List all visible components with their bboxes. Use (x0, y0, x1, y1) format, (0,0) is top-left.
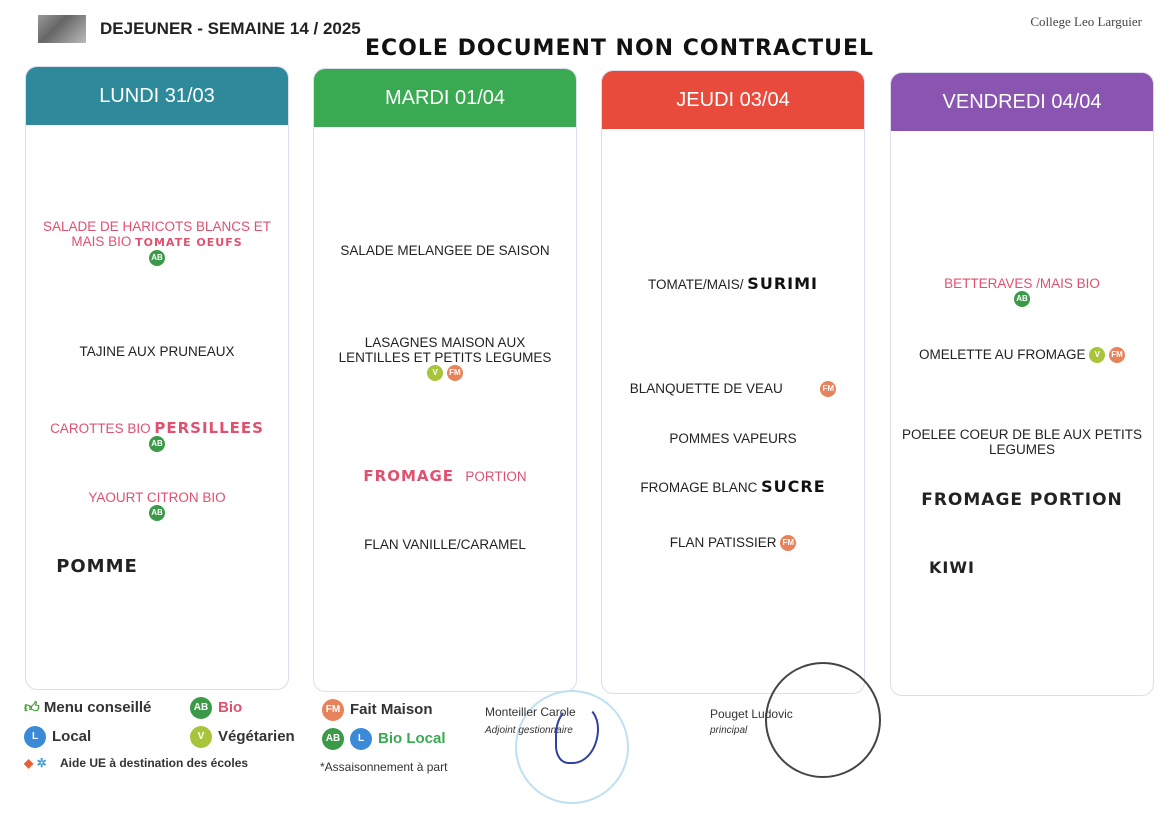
vegetarian-icon: V (427, 365, 444, 382)
eu-stars-icon: ✲ (36, 756, 47, 770)
school-logo (38, 15, 86, 43)
menu-item: POELEE COEUR DE BLE AUX PETITS LEGUMES (901, 427, 1143, 457)
bio-icon: AB (149, 436, 165, 453)
day-header: VENDREDI 04/04 (891, 73, 1153, 131)
eu-aid-icon: ◆ (24, 756, 34, 770)
homemade-icon: FM (322, 699, 344, 721)
menu-item: TAJINE AUX PRUNEAUX (79, 344, 235, 359)
local-icon: L (350, 728, 372, 750)
day-column-mardi: MARDI 01/04 SALADE MELANGEE DE SAISON LA… (313, 68, 577, 692)
bio-icon: AB (1014, 291, 1030, 308)
day-header: LUNDI 31/03 (26, 67, 288, 125)
signatory-role: principal (710, 725, 748, 736)
vegetarian-icon: V (1089, 347, 1106, 364)
menu-item: TOMATE/MAIS/ SURIMI (648, 274, 818, 293)
menu-item: SALADE MELANGEE DE SAISON (340, 243, 550, 258)
menu-item-handwritten: POMME (56, 556, 138, 577)
vegetarian-icon: V (190, 726, 212, 748)
school-name: College Leo Larguier (1030, 14, 1142, 29)
day-column-jeudi: JEUDI 03/04 TOMATE/MAIS/ SURIMI BLANQUET… (601, 70, 865, 694)
day-header: JEUDI 03/04 (602, 71, 864, 129)
signatory-name: Pouget Ludovic (710, 707, 793, 721)
menu-item: POMMES VAPEURS (669, 431, 797, 446)
legend-assaisonnement: *Assaisonnement à part (320, 760, 448, 774)
school-seal (515, 690, 629, 804)
menu-item: OMELETTE AU FROMAGE V FM (891, 347, 1153, 364)
menu-item: FLAN PATISSIER FM (602, 535, 864, 552)
menu-item-handwritten: KIWI (929, 558, 975, 577)
signatory-name: Monteiller Carole (485, 705, 576, 719)
handwritten-annotation: ECOLE DOCUMENT NON CONTRACTUEL (365, 36, 875, 61)
menu-item: FROMAGE PORTION (363, 467, 527, 485)
signatory-role: Adjoint gestionnaire (485, 725, 573, 736)
bio-icon: AB (149, 505, 165, 522)
menu-item: FLAN VANILLE/CARAMEL (364, 537, 526, 552)
menu-item: FROMAGE BLANC SUCRE (640, 477, 826, 496)
thumbs-up-icon: 👍︎ (24, 699, 40, 716)
homemade-icon: FM (820, 381, 837, 398)
day-column-lundi: LUNDI 31/03 SALADE DE HARICOTS BLANCS ET… (25, 66, 289, 690)
bio-icon: AB (149, 250, 165, 267)
menu-item: LASAGNES MAISON AUX LENTILLES ET PETITS … (314, 335, 576, 382)
page-title: DEJEUNER - SEMAINE 14 / 2025 (100, 19, 361, 38)
menu-item: SALADE DE HARICOTS BLANCS ET MAIS BIO TO… (26, 219, 288, 267)
homemade-icon: FM (1109, 347, 1126, 364)
signature (555, 705, 599, 764)
menu-item: BLANQUETTE DE VEAU FM (602, 381, 864, 398)
bio-icon: AB (322, 728, 344, 750)
homemade-icon: FM (780, 535, 797, 552)
principal-seal (765, 662, 881, 778)
local-icon: L (24, 726, 46, 748)
day-header: MARDI 01/04 (314, 69, 576, 127)
legend-menu-conseille: 👍︎ Menu conseillé (24, 699, 152, 716)
bio-icon: AB (190, 697, 212, 719)
homemade-icon: FM (446, 365, 463, 382)
menu-item-handwritten: FROMAGE PORTION (921, 490, 1123, 510)
legend-aide-ue: ◆ ✲ Aide UE à destination des écoles (24, 756, 249, 770)
